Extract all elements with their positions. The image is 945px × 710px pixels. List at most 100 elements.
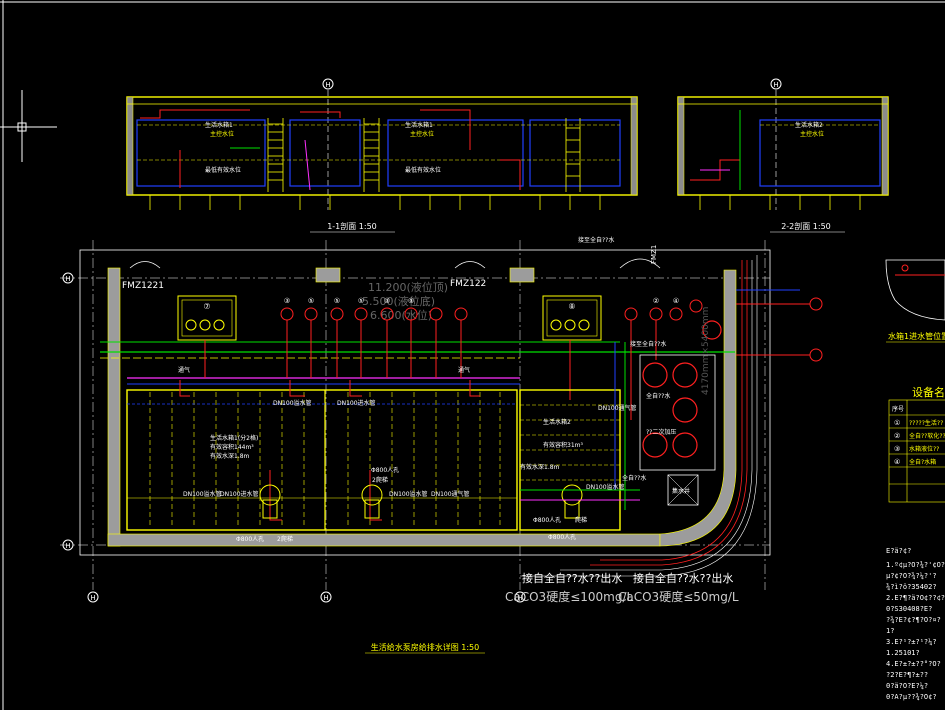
section-1-label-low: 最低有效水位: [205, 166, 241, 174]
ladder-label-2: 2爬梯: [277, 535, 293, 543]
elevation-note-3: 6.600(水位): [370, 308, 432, 322]
wall-curved: [659, 269, 737, 547]
note-line: 1?: [886, 627, 894, 635]
section-2-2-view: H 生活水箱2 主控水位 2-2剖面 1:50: [677, 78, 889, 233]
svg-text:③: ③: [384, 297, 390, 305]
axis-bubble-icon: [322, 78, 334, 90]
elevation-note-2: 5.500(液位底): [362, 294, 435, 308]
pipe-label-b: DN100进水管: [337, 399, 376, 407]
side-panel: 水箱1进水管位置 设备名 序号 ① ② ③ ④ ?????生活?? 全自??软化…: [885, 259, 945, 701]
tank-1-plan: [126, 389, 518, 531]
wall-left: [107, 267, 121, 547]
note-line: 3.E?¹?±?¹?¼?: [886, 638, 937, 646]
axis-bubble-icon: [62, 272, 74, 284]
tank-section-c: [387, 119, 524, 187]
tank-section-b: [289, 119, 361, 187]
softener-area: [639, 354, 716, 471]
pump-note-2: 全自??水: [646, 392, 670, 400]
section-1-label-low-b: 最低有效水位: [405, 166, 441, 174]
svg-text:H: H: [90, 594, 95, 602]
svg-text:⑦: ⑦: [203, 302, 210, 311]
manhole-label-1: Φ800人孔: [371, 466, 399, 474]
detail-sketch: [885, 259, 945, 321]
svg-text:H: H: [323, 594, 328, 602]
tank-section-e: [759, 119, 881, 187]
axis-bubble-icon: [320, 591, 332, 603]
door-label-right: FMZ1: [650, 245, 658, 264]
svg-text:⑤: ⑤: [308, 297, 314, 305]
vent-label-2: 通气: [458, 366, 470, 374]
bottom-note-2-line-2: CaCO3硬度≤50mg/L: [618, 589, 739, 604]
pit-label: 集水井: [672, 487, 690, 495]
tank-1-volume: 有效容积144m³: [210, 443, 254, 451]
note-line: 2.E?¶?ä?O¢??¢?: [886, 594, 945, 602]
pump-note-4: 全自??水: [622, 474, 646, 482]
section-1-1-view: H: [126, 78, 638, 233]
manhole-label-2: Φ800人孔: [236, 535, 264, 543]
tank-1-depth: 有效水深1.8m: [210, 452, 250, 460]
door-swing-icon: [454, 261, 486, 269]
manhole-icon: [259, 484, 281, 519]
pipe-label-a: DN100溢水管: [273, 399, 312, 407]
tank-2-depth: 有效水深1.8m: [520, 463, 560, 471]
pipe-label-e: DN100溢水管: [389, 490, 428, 498]
svg-text:H: H: [517, 594, 522, 602]
svg-text:①: ①: [894, 419, 900, 427]
axis-bubble-icon: [514, 591, 526, 603]
section-2-label-level: 主控水位: [800, 130, 824, 138]
tank-2-plan: [519, 389, 621, 531]
tank-2-label: 生活水箱2: [543, 418, 571, 426]
manhole-label-4: Φ800人孔: [548, 533, 576, 541]
ladder-icon: [267, 118, 284, 192]
svg-text:H: H: [65, 275, 70, 283]
plan-title: 生活给水泵房给排水详图 1:50: [371, 642, 480, 652]
ladder-label-3: 爬梯: [575, 516, 587, 524]
bottom-note-2-line-1: 接自全自??水??出水: [633, 571, 733, 585]
section-2-title: 2-2剖面 1:50: [781, 221, 831, 231]
svg-text:④: ④: [673, 297, 679, 305]
outlet-note: 接至全自??水: [578, 236, 614, 244]
svg-text:⑤: ⑤: [334, 297, 340, 305]
wall-bottom: [107, 533, 661, 547]
bottom-note-1-line-1: 接自全自??水??出水: [522, 571, 622, 585]
table-row-name: 全自?水箱: [909, 458, 936, 466]
ladder-label-1: 2爬梯: [372, 476, 388, 484]
axis-bubble-icon: [62, 539, 74, 551]
section-2-label-tank: 生活水箱2: [795, 121, 823, 129]
svg-text:H: H: [773, 81, 778, 89]
pipe-label-g: DN100通气管: [598, 404, 637, 412]
equipment-box-8: [542, 295, 602, 341]
svg-text:H: H: [325, 81, 330, 89]
section-1-label-level-b: 主控水位: [410, 130, 434, 138]
section-1-title: 1-1剖面 1:50: [327, 221, 377, 231]
door-swing-icon: [619, 258, 661, 269]
note-line: ?2?E?¶?±??: [886, 671, 928, 679]
equipment-table: [888, 399, 945, 503]
vent-label: 通气: [178, 366, 190, 374]
tank-section-a: [136, 119, 266, 187]
column: [509, 267, 535, 283]
pipe-label-f: DN100通气管: [431, 490, 470, 498]
pipe-label-d: DN100进水管: [220, 490, 259, 498]
svg-text:③: ③: [408, 297, 414, 305]
pump-note-1: 接至全自??水: [630, 340, 666, 348]
table-row-name: ?????生活??: [909, 419, 943, 427]
note-line: 0?ä?O?E?¼?: [886, 682, 928, 690]
svg-text:③: ③: [284, 297, 290, 305]
vertical-dimension-note: 4170mm×5400mm: [701, 307, 711, 395]
door-swing-icon: [129, 261, 161, 269]
svg-text:⑤: ⑤: [358, 297, 364, 305]
note-line: 1.25101?: [886, 649, 920, 657]
section-1-label-level: 主控水位: [210, 130, 234, 138]
pump-note-3: ??二次加压: [646, 428, 676, 436]
svg-text:⑧: ⑧: [568, 302, 575, 311]
equipment-box-7: [177, 295, 237, 341]
note-line: µ?¢?O?¾?¼?'?: [886, 572, 937, 580]
note-line: 1.º¢µ?O?¾?'¢O?: [886, 561, 945, 569]
manhole-icon: [361, 484, 383, 519]
plan-view: H H H H H FMZ1221 FMZ122 FMZ1 11.200(液位顶…: [60, 236, 823, 654]
table-row-name: 水箱液位??: [909, 445, 939, 453]
svg-text:②: ②: [894, 432, 900, 440]
door-label-left: FMZ1221: [122, 281, 164, 291]
